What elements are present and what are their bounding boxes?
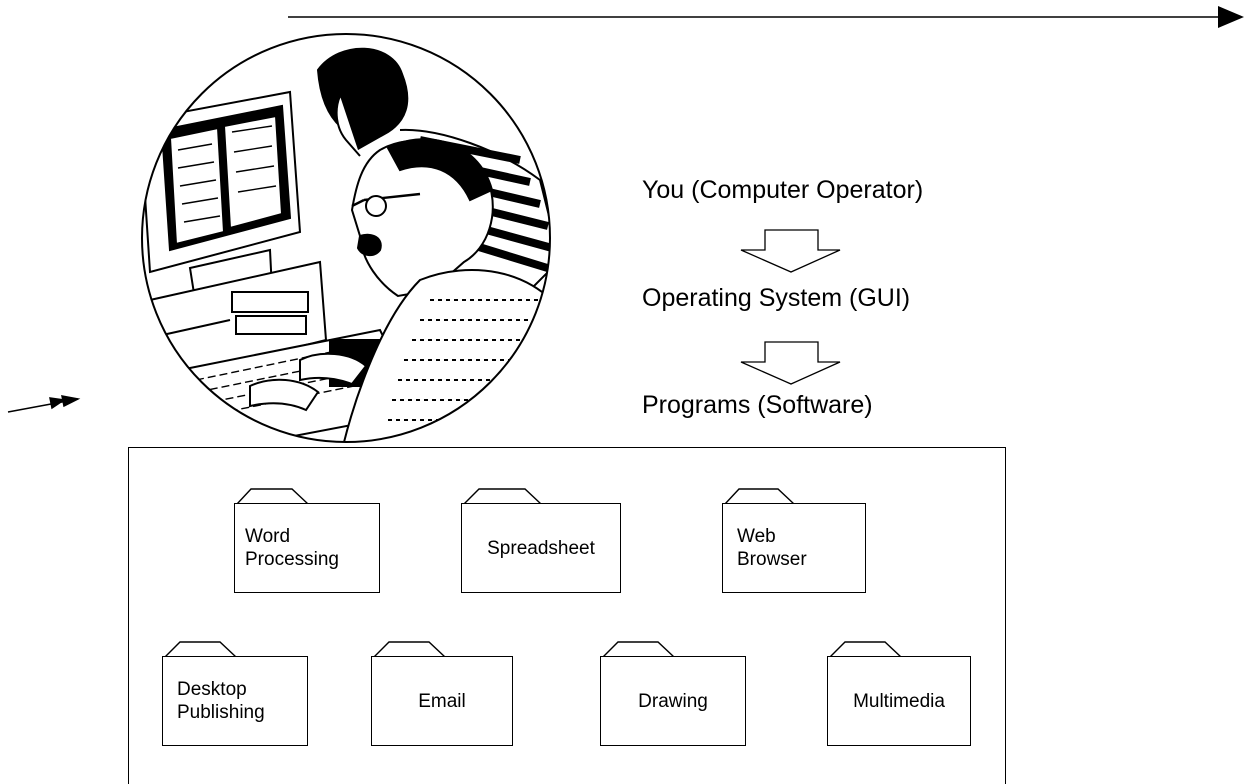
layer-user-label: You (Computer Operator) bbox=[642, 176, 924, 204]
layer-os-label: Operating System (GUI) bbox=[642, 284, 911, 312]
folder-label: Email bbox=[418, 690, 466, 712]
layer-programs-label: Programs (Software) bbox=[642, 391, 873, 419]
folder-icon bbox=[236, 488, 309, 505]
folder-label: Multimedia bbox=[853, 690, 945, 712]
down-arrow-icon bbox=[740, 229, 841, 273]
folder-label: Word Processing bbox=[245, 526, 339, 570]
folder-icon bbox=[373, 641, 446, 658]
pointer-arrow-icon bbox=[7, 395, 81, 413]
down-arrow-icon bbox=[740, 341, 841, 385]
folder-label: Web Browser bbox=[737, 526, 807, 570]
top-arrow-icon bbox=[288, 6, 1244, 28]
programs-box bbox=[128, 447, 1006, 784]
folder-icon bbox=[602, 641, 675, 658]
folder-label: Desktop Publishing bbox=[177, 679, 265, 723]
folder-icon bbox=[829, 641, 902, 658]
folder-label: Drawing bbox=[638, 690, 708, 712]
computer-users-illustration bbox=[141, 33, 551, 443]
folder-label: Spreadsheet bbox=[487, 537, 595, 559]
folder-icon bbox=[463, 488, 542, 505]
folder-icon bbox=[724, 488, 795, 505]
folder-icon bbox=[164, 641, 237, 658]
